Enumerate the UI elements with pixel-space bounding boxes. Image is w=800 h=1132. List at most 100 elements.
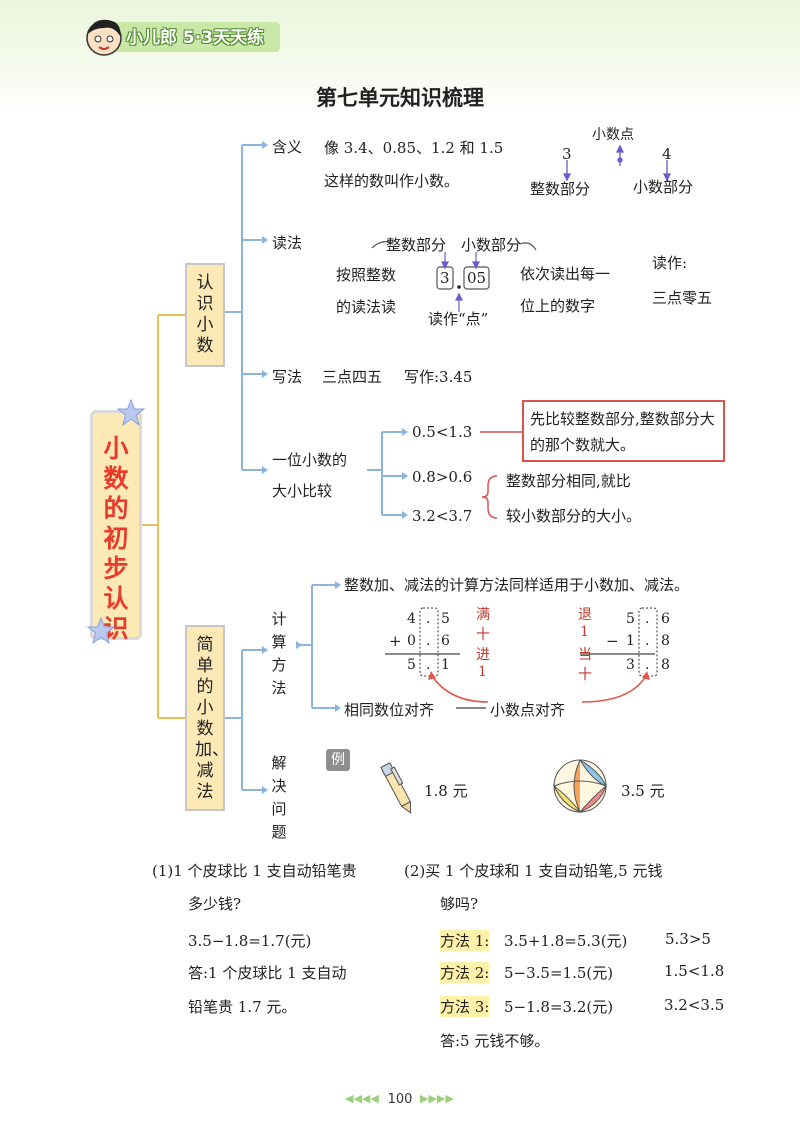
page-left-arrows-icon: ◀◀◀◀ — [345, 1092, 379, 1105]
reading-left-line2: 的读法读 — [336, 298, 397, 316]
sub-r2a: 1 — [626, 633, 635, 649]
sub-point-1: . — [645, 611, 650, 627]
reading-right-line1: 依次读出每一 — [520, 265, 611, 283]
compare-example-1: 0.5<1.3 — [412, 423, 473, 441]
add-r2b: 6 — [441, 633, 450, 649]
add-note-3: 进 — [476, 647, 490, 663]
int-digit: 3 — [562, 145, 572, 163]
q2-method2-calc: 5−3.5=1.5(元) — [504, 964, 614, 982]
add-note-4: 1 — [478, 664, 487, 680]
dec-digit: 4 — [662, 145, 672, 163]
reading-left-line1: 按照整数 — [336, 266, 397, 284]
sub-note-4: 十 — [578, 667, 592, 683]
reading-int-part: 整数部分 — [386, 236, 447, 254]
sub-point-3: . — [645, 657, 650, 673]
add-note-1: 满 — [476, 607, 490, 623]
page-right-arrows-icon: ▶▶▶▶ — [420, 1092, 454, 1105]
sub-r3b: 8 — [661, 657, 670, 673]
compare-label-line2: 大小比较 — [272, 482, 333, 500]
solve-problems-label: 解决问题 — [271, 754, 287, 841]
decimal-point-label: 小数点 — [592, 127, 634, 143]
star-icon — [86, 616, 116, 645]
writing-value: 写作:3.45 — [404, 368, 473, 386]
q2-method1-calc: 3.5+1.8=5.3(元) — [504, 932, 628, 950]
sub-r1b: 6 — [661, 611, 670, 627]
compare-example-3: 3.2<3.7 — [412, 507, 473, 525]
sub-r1a: 5 — [626, 611, 635, 627]
reading-dec-digits: 05 — [467, 269, 487, 287]
decimal-part-label: 小数部分 — [633, 178, 694, 196]
q2-line1: (2)买 1 个皮球和 1 支自动铅笔,5 元钱 — [404, 862, 663, 880]
pencil-icon — [380, 762, 412, 814]
example-tag: 例 — [326, 749, 350, 771]
add-r1a: 4 — [407, 611, 416, 627]
reading-label: 读法 — [272, 234, 303, 252]
read-as-label: 读作: — [652, 254, 688, 272]
star-icon — [116, 398, 146, 427]
q2-method3-label: 方法 3: — [440, 996, 490, 1017]
main-topic: 小数的初步认识 — [103, 434, 129, 643]
meaning-text-line1: 像 3.4、0.85、1.2 和 1.5 — [324, 139, 504, 157]
q2-method3-calc: 5−1.8=3.2(元) — [504, 998, 614, 1016]
q2-method3-compare: 3.2<3.5 — [664, 996, 725, 1014]
writing-label: 写法 — [272, 368, 303, 386]
compare-label-line1: 一位小数的 — [272, 451, 348, 469]
header-strip — [110, 22, 280, 52]
sub-r3a: 3 — [626, 657, 635, 673]
compare-example-2: 0.8>0.6 — [412, 468, 473, 486]
calc-statement: 整数加、减法的计算方法同样适用于小数加、减法。 — [344, 576, 690, 594]
writing-words: 三点四五 — [322, 368, 383, 386]
add-r1b: 5 — [441, 611, 450, 627]
q2-method2-label: 方法 2: — [440, 962, 490, 983]
sub-note-2: 1 — [580, 624, 589, 640]
q2-line2: 够吗? — [440, 895, 479, 913]
compare-rule-2-line1: 整数部分相同,就比 — [506, 472, 631, 490]
add-r2a: 0 — [407, 633, 416, 649]
ball-price: 3.5 元 — [621, 782, 665, 800]
q2-method1-label: 方法 1: — [440, 930, 490, 951]
point-reading: 读作“点” — [428, 310, 489, 328]
branch-simple-decimal-add-subtract: 简单的小数加、减法 — [185, 625, 229, 811]
meaning-text-line2: 这样的数叫作小数。 — [324, 172, 460, 190]
decimal-point-align: 小数点对齐 — [490, 701, 566, 719]
q1-line2: 多少钱? — [188, 895, 242, 913]
q2-answer: 答:5 元钱不够。 — [440, 1032, 550, 1050]
add-r3b: 1 — [441, 657, 450, 673]
reading-int-digit: 3 — [440, 269, 450, 287]
sub-r2b: 8 — [661, 633, 670, 649]
add-note-2: 十 — [476, 627, 490, 643]
reading-right-line2: 位上的数字 — [520, 297, 596, 315]
integer-part-label: 整数部分 — [530, 180, 591, 198]
same-digit-align: 相同数位对齐 — [344, 701, 435, 719]
page-title: 第七单元知识梳理 — [316, 86, 484, 110]
page-number: 100 — [387, 1092, 413, 1107]
header-band — [0, 0, 800, 110]
add-point-2: . — [426, 633, 431, 649]
mascot-logo-icon — [86, 19, 122, 56]
add-point-1: . — [426, 611, 431, 627]
reading-dec-part: 小数部分 — [461, 236, 522, 254]
q2-method1-compare: 5.3>5 — [665, 930, 711, 948]
q1-answer-line2: 铅笔贵 1.7 元。 — [188, 998, 297, 1016]
q2-method2-compare: 1.5<1.8 — [664, 962, 725, 980]
meaning-label: 含义 — [272, 138, 303, 156]
q1-line1: (1)1 个皮球比 1 支自动铅笔贵 — [152, 862, 357, 880]
ball-icon — [552, 759, 608, 814]
compare-rule-1: 先比较整数部分,整数部分大的那个数就大。 — [522, 400, 725, 462]
sub-note-1: 退 — [578, 607, 592, 623]
add-point-3: . — [426, 657, 431, 673]
q1-calc: 3.5−1.8=1.7(元) — [188, 932, 312, 950]
add-r3a: 5 — [407, 657, 416, 673]
brand-title: 小儿郎 5·3天天练 — [126, 28, 265, 48]
calc-method-label: 计算方法 — [271, 610, 287, 697]
q1-answer-line1: 答:1 个皮球比 1 支自动 — [188, 964, 347, 982]
pencil-price: 1.8 元 — [424, 782, 468, 800]
sub-operator: − — [606, 632, 619, 650]
sub-note-3: 当 — [578, 647, 592, 663]
main-topic-box — [90, 410, 142, 640]
sub-point-2: . — [645, 633, 650, 649]
compare-rule-2-line2: 较小数部分的大小。 — [506, 507, 642, 525]
add-operator: + — [389, 632, 402, 650]
branch-recognize-decimals: 认识小数 — [185, 263, 225, 367]
